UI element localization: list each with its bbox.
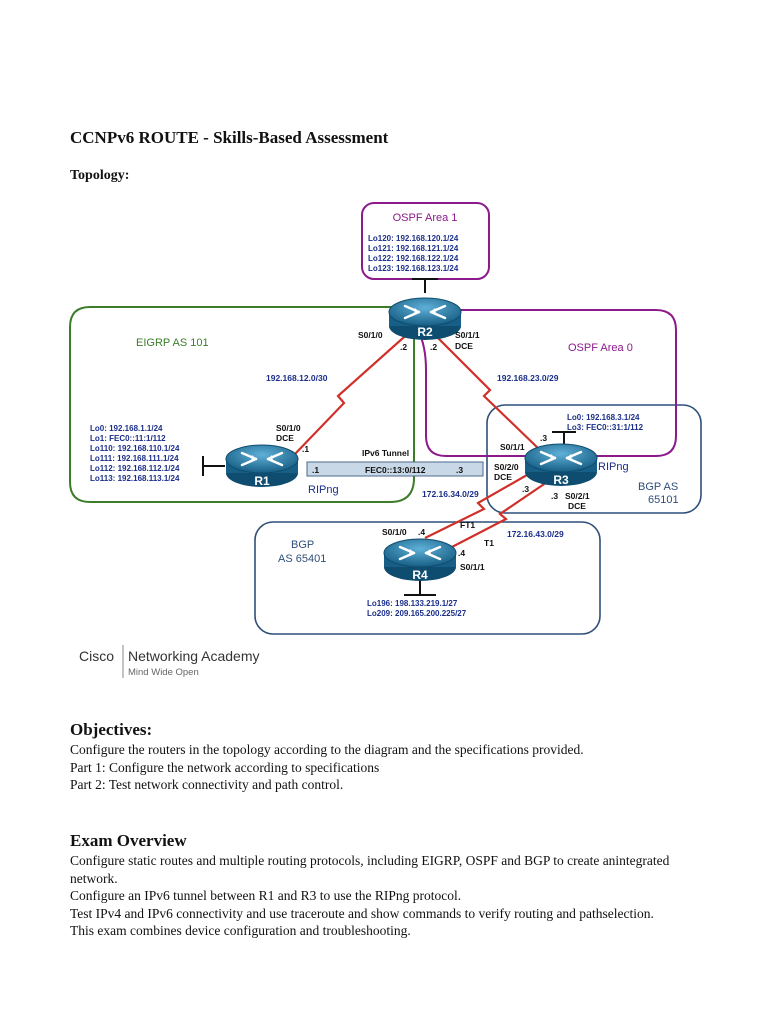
r2-loopbacks: Lo120: 192.168.120.1/24 Lo121: 192.168.1… bbox=[368, 234, 459, 273]
bgp-as65401-label-1: BGP bbox=[291, 539, 314, 551]
label: DCE bbox=[455, 341, 473, 351]
router-r4-label: R4 bbox=[412, 568, 428, 582]
label: S0/1/0 bbox=[358, 330, 383, 340]
network-label: 172.16.34.0/29 bbox=[422, 489, 479, 499]
label: .1 bbox=[312, 465, 319, 475]
r1-loopback: Lo113: 192.168.113.1/24 bbox=[90, 474, 180, 483]
topology-label: Topology: bbox=[70, 168, 130, 183]
label: S0/1/1 bbox=[455, 330, 480, 340]
r2-loopback: Lo123: 192.168.123.1/24 bbox=[368, 264, 459, 273]
r1-loopback: Lo0: 192.168.1.1/24 bbox=[90, 424, 163, 433]
label: .3 bbox=[456, 465, 463, 475]
link-r3-r4-ft1 bbox=[424, 474, 528, 539]
objectives-line: Part 2: Test network connectivity and pa… bbox=[70, 777, 344, 792]
bgp-as65101-label-2: 65101 bbox=[648, 494, 679, 506]
label: S0/1/1 bbox=[500, 442, 525, 452]
label: IPv6 Tunnel bbox=[362, 448, 409, 458]
logo-name: Networking Academy bbox=[128, 648, 260, 664]
label: FT1 bbox=[460, 520, 475, 530]
label: S0/2/0 bbox=[494, 462, 519, 472]
label: .1 bbox=[302, 444, 309, 454]
label: .4 bbox=[418, 527, 425, 537]
objectives-heading: Objectives: bbox=[70, 720, 153, 739]
router-r3-label: R3 bbox=[553, 473, 569, 487]
topology-svg: OSPF Area 1 EIGRP AS 101 OSPF Area 0 BGP… bbox=[69, 202, 702, 678]
r1-loopback: Lo1: FEC0::11:1/112 bbox=[90, 434, 166, 443]
r2-loopback: Lo121: 192.168.121.1/24 bbox=[368, 244, 459, 253]
interface-labels: S0/1/0 S0/1/1 DCE .2 .2 S0/1/0 DCE .1 .1… bbox=[276, 330, 590, 572]
logo-tagline: Mind Wide Open bbox=[128, 667, 199, 678]
serial-links bbox=[294, 329, 554, 549]
label: DCE bbox=[494, 472, 512, 482]
bgp-as65401-area bbox=[254, 521, 601, 635]
router-r1-label: R1 bbox=[254, 474, 270, 488]
r3-loopbacks: Lo0: 192.168.3.1/24 Lo3: FEC0::31:1/112 bbox=[567, 413, 644, 432]
link-r2-r3 bbox=[429, 329, 541, 451]
r4-loopback: Lo209: 209.165.200.225/27 bbox=[367, 609, 467, 618]
exam-overview-heading: Exam Overview bbox=[70, 831, 187, 850]
r4-loopback: Lo196: 198.133.219.1/27 bbox=[367, 599, 458, 608]
r1-loopback: Lo111: 192.168.111.1/24 bbox=[90, 454, 179, 463]
network-label: 192.168.23.0/29 bbox=[497, 373, 559, 383]
document-title: CCNPv6 ROUTE - Skills-Based Assessment bbox=[70, 128, 389, 147]
ripng-r3-label: RIPng bbox=[598, 461, 629, 473]
router-r3[interactable]: R3 bbox=[523, 442, 599, 488]
bgp-as65401-label-2: AS 65401 bbox=[278, 553, 326, 565]
ospf-area1-label: OSPF Area 1 bbox=[393, 212, 458, 224]
ospf-area0-label: OSPF Area 0 bbox=[568, 342, 633, 354]
label: .4 bbox=[458, 548, 465, 558]
r3-loopback: Lo3: FEC0::31:1/112 bbox=[567, 423, 644, 432]
objectives-line: Part 1: Configure the network according … bbox=[70, 759, 380, 775]
objectives-text: Configure the routers in the topology ac… bbox=[70, 741, 670, 794]
router-r2[interactable]: R2 bbox=[387, 296, 463, 342]
label: .3 bbox=[522, 484, 529, 494]
label: .3 bbox=[551, 491, 558, 501]
logo-brand: Cisco bbox=[79, 648, 114, 664]
label: .2 bbox=[430, 342, 437, 352]
network-label: 192.168.12.0/30 bbox=[266, 373, 328, 383]
r3-loopback: Lo0: 192.168.3.1/24 bbox=[567, 413, 640, 422]
router-r1[interactable]: R1 bbox=[224, 443, 300, 489]
link-r1-r2 bbox=[294, 329, 413, 455]
eigrp-label: EIGRP AS 101 bbox=[136, 337, 209, 349]
label: S0/2/1 bbox=[565, 491, 590, 501]
ripng-r1-label: RIPng bbox=[308, 484, 339, 496]
label: S0/1/1 bbox=[460, 562, 485, 572]
label: .3 bbox=[540, 433, 547, 443]
ipv6-tunnel bbox=[306, 461, 484, 477]
label: S0/1/0 bbox=[382, 527, 407, 537]
objectives-line: Configure the routers in the topology ac… bbox=[70, 742, 584, 757]
network-labels: 192.168.12.0/30 192.168.23.0/29 172.16.3… bbox=[266, 373, 564, 539]
r1-loopback: Lo112: 192.168.112.1/24 bbox=[90, 464, 180, 473]
overview-line: Test IPv4 and IPv6 connectivity and use … bbox=[70, 905, 654, 939]
loopback-stubs bbox=[202, 278, 576, 596]
router-r4[interactable]: R4 bbox=[382, 537, 458, 583]
r4-loopbacks: Lo196: 198.133.219.1/27 Lo209: 209.165.2… bbox=[367, 599, 467, 618]
label: DCE bbox=[276, 433, 294, 443]
bgp-as65101-label-1: BGP AS bbox=[638, 481, 678, 493]
network-label: 172.16.43.0/29 bbox=[507, 529, 564, 539]
link-r3-r4-t1 bbox=[449, 477, 554, 549]
r2-loopback: Lo120: 192.168.120.1/24 bbox=[368, 234, 459, 243]
exam-overview-text: Configure static routes and multiple rou… bbox=[70, 852, 670, 940]
r1-loopbacks: Lo0: 192.168.1.1/24 Lo1: FEC0::11:1/112 … bbox=[90, 424, 180, 483]
cisco-networking-academy-logo: Cisco Networking Academy Mind Wide Open bbox=[79, 645, 260, 678]
label: .2 bbox=[400, 342, 407, 352]
r2-loopback: Lo122: 192.168.122.1/24 bbox=[368, 254, 459, 263]
label: S0/1/0 bbox=[276, 423, 301, 433]
label: T1 bbox=[484, 538, 494, 548]
overview-line: Configure an IPv6 tunnel between R1 and … bbox=[70, 888, 462, 903]
router-r2-label: R2 bbox=[417, 325, 433, 339]
label: DCE bbox=[568, 501, 586, 511]
topology-diagram: OSPF Area 1 EIGRP AS 101 OSPF Area 0 BGP… bbox=[60, 195, 710, 690]
r1-loopback: Lo110: 192.168.110.1/24 bbox=[90, 444, 180, 453]
bgp-as65101-area bbox=[486, 404, 702, 514]
label: FEC0::13:0/112 bbox=[365, 465, 426, 475]
overview-line: Configure static routes and multiple rou… bbox=[70, 853, 670, 886]
